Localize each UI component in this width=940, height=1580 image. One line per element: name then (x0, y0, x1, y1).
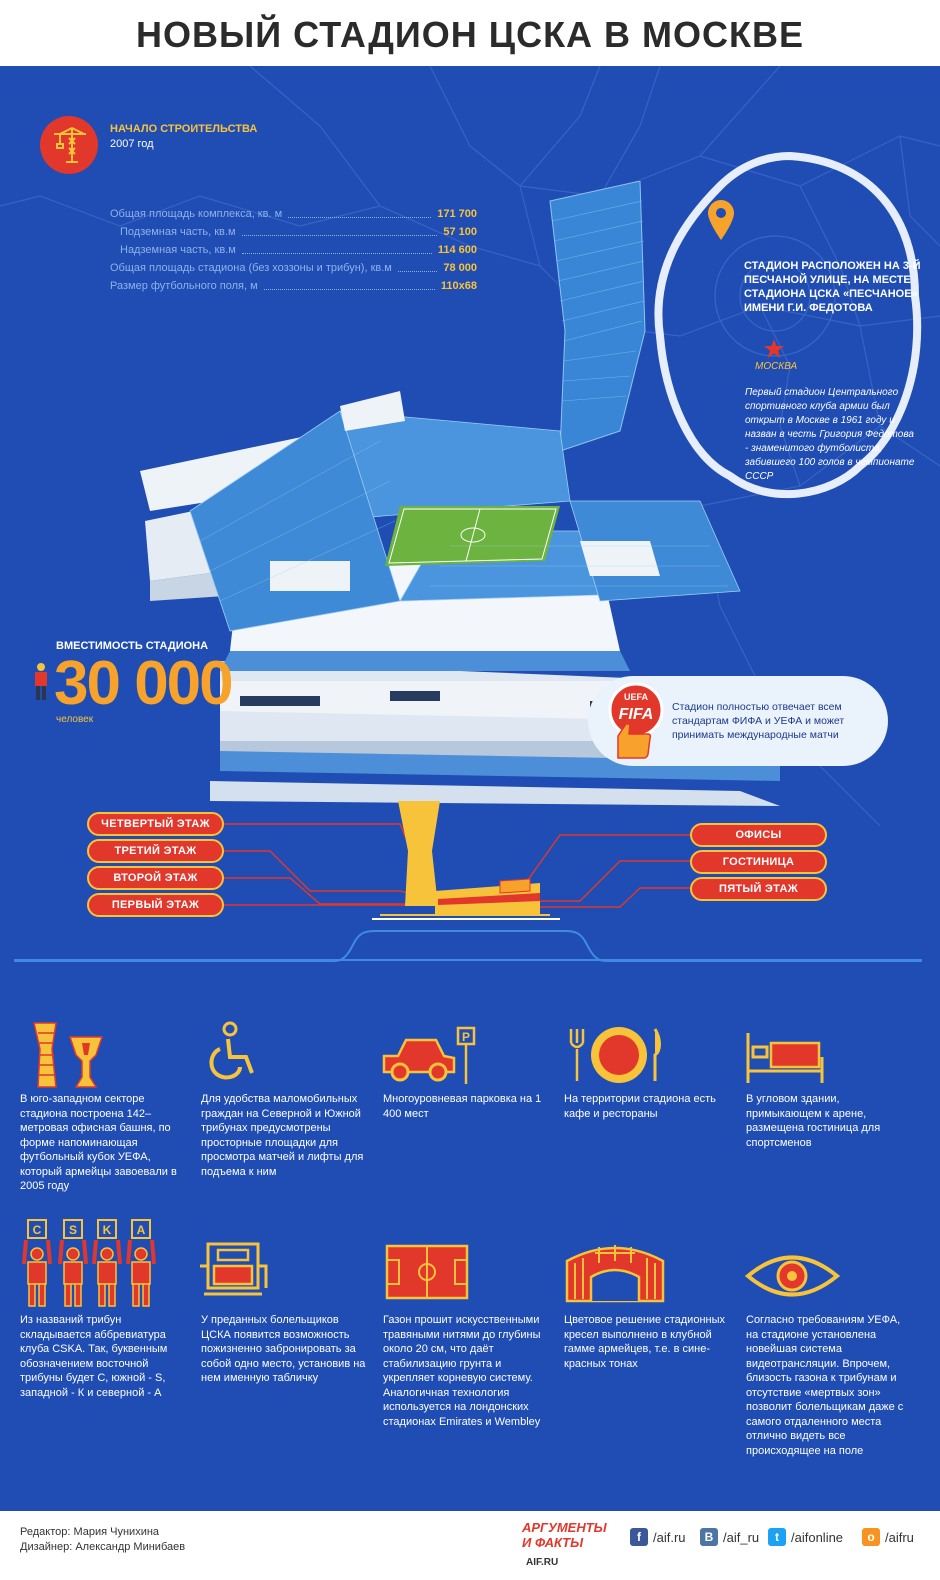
football-pitch-icon (385, 1244, 469, 1300)
cska-letter-k: K (103, 1223, 112, 1237)
cska-fans-icon: C S K A (22, 1219, 156, 1307)
crane-badge (40, 116, 98, 174)
capacity-unit: человек (56, 714, 94, 725)
floor-label-3: ТРЕТИЙ ЭТАЖ (87, 839, 224, 863)
feature-stand-names: Из названий трибун складывается аббревиа… (20, 1314, 168, 1399)
floors-diagram (14, 801, 922, 962)
construction-label: НАЧАЛО СТРОИТЕЛЬСТВА (110, 123, 258, 135)
construction-year: 2007 год (110, 138, 154, 150)
feature-tower: В юго-западном секторе стадиона построен… (20, 1093, 177, 1192)
fifa-uefa-thumbs-up-icon: UEFA FIFA (608, 682, 664, 759)
svg-text:P: P (462, 1030, 470, 1044)
feature-accessibility: Для удобства маломобильных граждан на Се… (201, 1093, 364, 1178)
capacity-title: ВМЕСТИМОСТЬ СТАДИОНА (56, 640, 209, 652)
infographic-main: НАЧАЛО СТРОИТЕЛЬСТВА 2007 год Общая площ… (0, 66, 940, 1511)
feature-nameplate: У преданных болельщиков ЦСКА появится во… (201, 1314, 366, 1384)
social-vk[interactable]: B /aif_ru (700, 1527, 759, 1547)
stadium-seats-icon (565, 1245, 665, 1303)
designer-credit: Дизайнер: Александр Минибаев (20, 1541, 186, 1553)
feature-turf: Газон прошит искусственными травяными ни… (383, 1314, 541, 1428)
wheelchair-icon (209, 1021, 254, 1080)
location-pin-icon (708, 200, 734, 240)
fifa-logo-text: FIFA (619, 706, 654, 723)
aif-logo[interactable]: АРГУМЕНТЫ И ФАКТЫ AIF.RU (522, 1520, 607, 1568)
social-twitter[interactable]: t /aifonline (768, 1527, 843, 1547)
floor-label-offices: ОФИСЫ (690, 823, 827, 847)
floor-label-2: ВТОРОЙ ЭТАЖ (87, 866, 224, 890)
cska-letter-a: A (137, 1223, 146, 1237)
section-divider (14, 959, 922, 961)
crane-icon (54, 127, 86, 163)
seat-nameplate-icon (200, 1242, 268, 1296)
floor-label-4: ЧЕТВЕРТЫЙ ЭТАЖ (87, 812, 224, 836)
floor-label-hotel: ГОСТИНИЦА (690, 850, 827, 874)
editor-credit: Редактор: Мария Чунихина (20, 1526, 160, 1538)
floor-label-5: ПЯТЫЙ ЭТАЖ (690, 877, 827, 901)
feature-hotel: В угловом здании, примыкающем к арене, р… (746, 1093, 881, 1149)
history-text: Первый стадион Центрального спортивного … (745, 387, 915, 482)
uefa-cup-tower-icon (33, 1022, 104, 1088)
uefa-logo-text: UEFA (624, 692, 649, 702)
social-facebook[interactable]: f /aif.ru (630, 1527, 686, 1547)
capacity-number: 30 000 (54, 649, 234, 718)
location-title: СТАДИОН РАСПОЛОЖЕН НА 3-Й ПЕСЧАНОЙ УЛИЦЕ… (744, 260, 921, 314)
header: НОВЫЙ СТАДИОН ЦСКА В МОСКВЕ (0, 0, 940, 66)
facebook-icon: f (630, 1528, 648, 1546)
cska-letter-c: C (33, 1223, 42, 1237)
feature-video: Согласно требованиям УЕФА, на стадионе у… (746, 1314, 904, 1457)
fan-icon (35, 663, 47, 700)
twitter-icon: t (768, 1528, 786, 1546)
stadium-illustration (140, 181, 780, 806)
cska-letter-s: S (69, 1223, 77, 1237)
eye-icon (745, 1255, 840, 1297)
car-parking-icon: P (382, 1026, 476, 1084)
credits: Редактор: Мария Чунихина Дизайнер: Алекс… (20, 1525, 185, 1555)
fifa-text: Стадион полностью отвечает всем стандарт… (672, 701, 845, 741)
location-ring (654, 151, 922, 499)
odnoklassniki-icon: o (862, 1528, 880, 1546)
page-title: НОВЫЙ СТАДИОН ЦСКА В МОСКВЕ (135, 14, 805, 55)
floor-label-1: ПЕРВЫЙ ЭТАЖ (87, 893, 224, 917)
footer: Редактор: Мария Чунихина Дизайнер: Алекс… (0, 1511, 940, 1580)
stat-row: Общая площадь стадиона (без хоззоны и тр… (110, 262, 477, 274)
hotel-bed-icon (746, 1033, 824, 1083)
feature-restaurants: На территории стадиона есть кафе и ресто… (564, 1093, 716, 1120)
plate-cutlery-icon (569, 1027, 661, 1083)
feature-seat-colors: Цветовое решение стадионных кресел выпол… (564, 1314, 725, 1370)
social-odnoklassniki[interactable]: o /aifru (862, 1527, 914, 1547)
feature-parking: Многоуровневая парковка на 1 400 мест (383, 1093, 542, 1120)
vk-icon: B (700, 1528, 718, 1546)
city-label: МОСКВА (755, 361, 798, 372)
star-icon (764, 339, 784, 358)
